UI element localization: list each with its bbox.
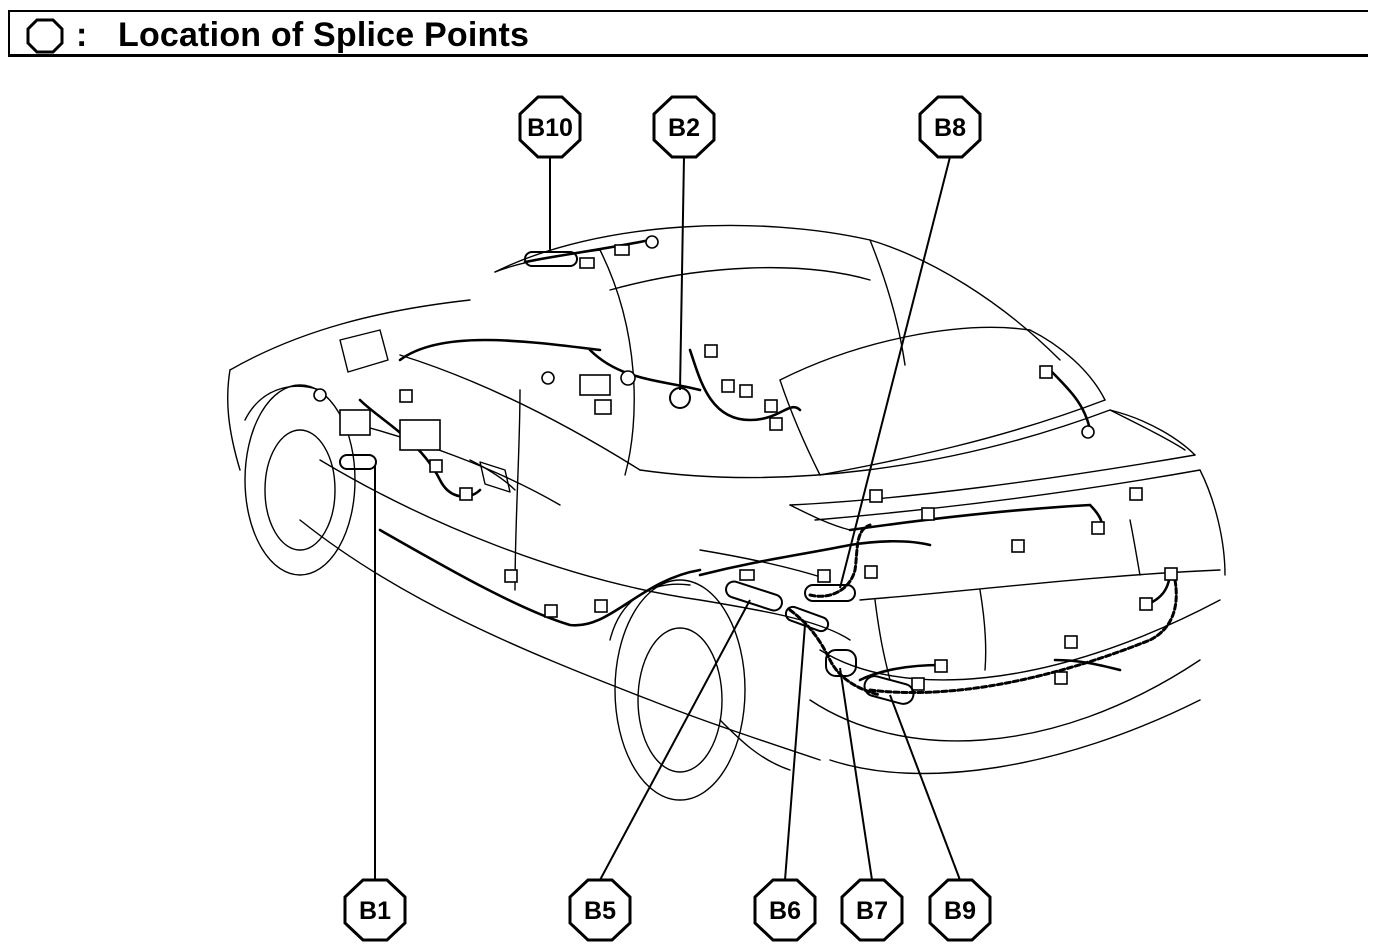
splice-label-b9: B9	[944, 897, 976, 925]
splice-label-b10: B10	[527, 114, 573, 142]
splice-label-b6: B6	[769, 897, 801, 925]
splice-badge-b5: B5	[568, 878, 632, 942]
splice-label-b7: B7	[856, 897, 888, 925]
car-body-outline	[227, 224, 1226, 801]
splice-badge-b9: B9	[928, 878, 992, 942]
splice-markers	[339, 251, 915, 705]
octagon-icon	[26, 18, 64, 54]
leader-lines	[374, 156, 961, 881]
header-rule	[8, 54, 1368, 57]
splice-badge-b10: B10	[518, 95, 582, 159]
splice-badge-b2: B2	[652, 95, 716, 159]
wiring-harness-dashed	[788, 523, 1178, 697]
header-colon: :	[76, 16, 88, 54]
splice-badge-b6: B6	[753, 878, 817, 942]
page-title: Location of Splice Points	[118, 16, 530, 54]
splice-label-b8: B8	[934, 114, 966, 142]
splice-badge-b1: B1	[343, 878, 407, 942]
splice-label-b5: B5	[584, 897, 616, 925]
badges: B10 B2 B8 B1 B5 B6 B7 B9	[343, 95, 992, 942]
splice-badge-b7: B7	[840, 878, 904, 942]
splice-badge-b8: B8	[918, 95, 982, 159]
connectors	[313, 235, 1178, 691]
wiring-harness	[358, 238, 1172, 682]
splice-label-b1: B1	[359, 897, 391, 925]
splice-label-b2: B2	[668, 114, 700, 142]
